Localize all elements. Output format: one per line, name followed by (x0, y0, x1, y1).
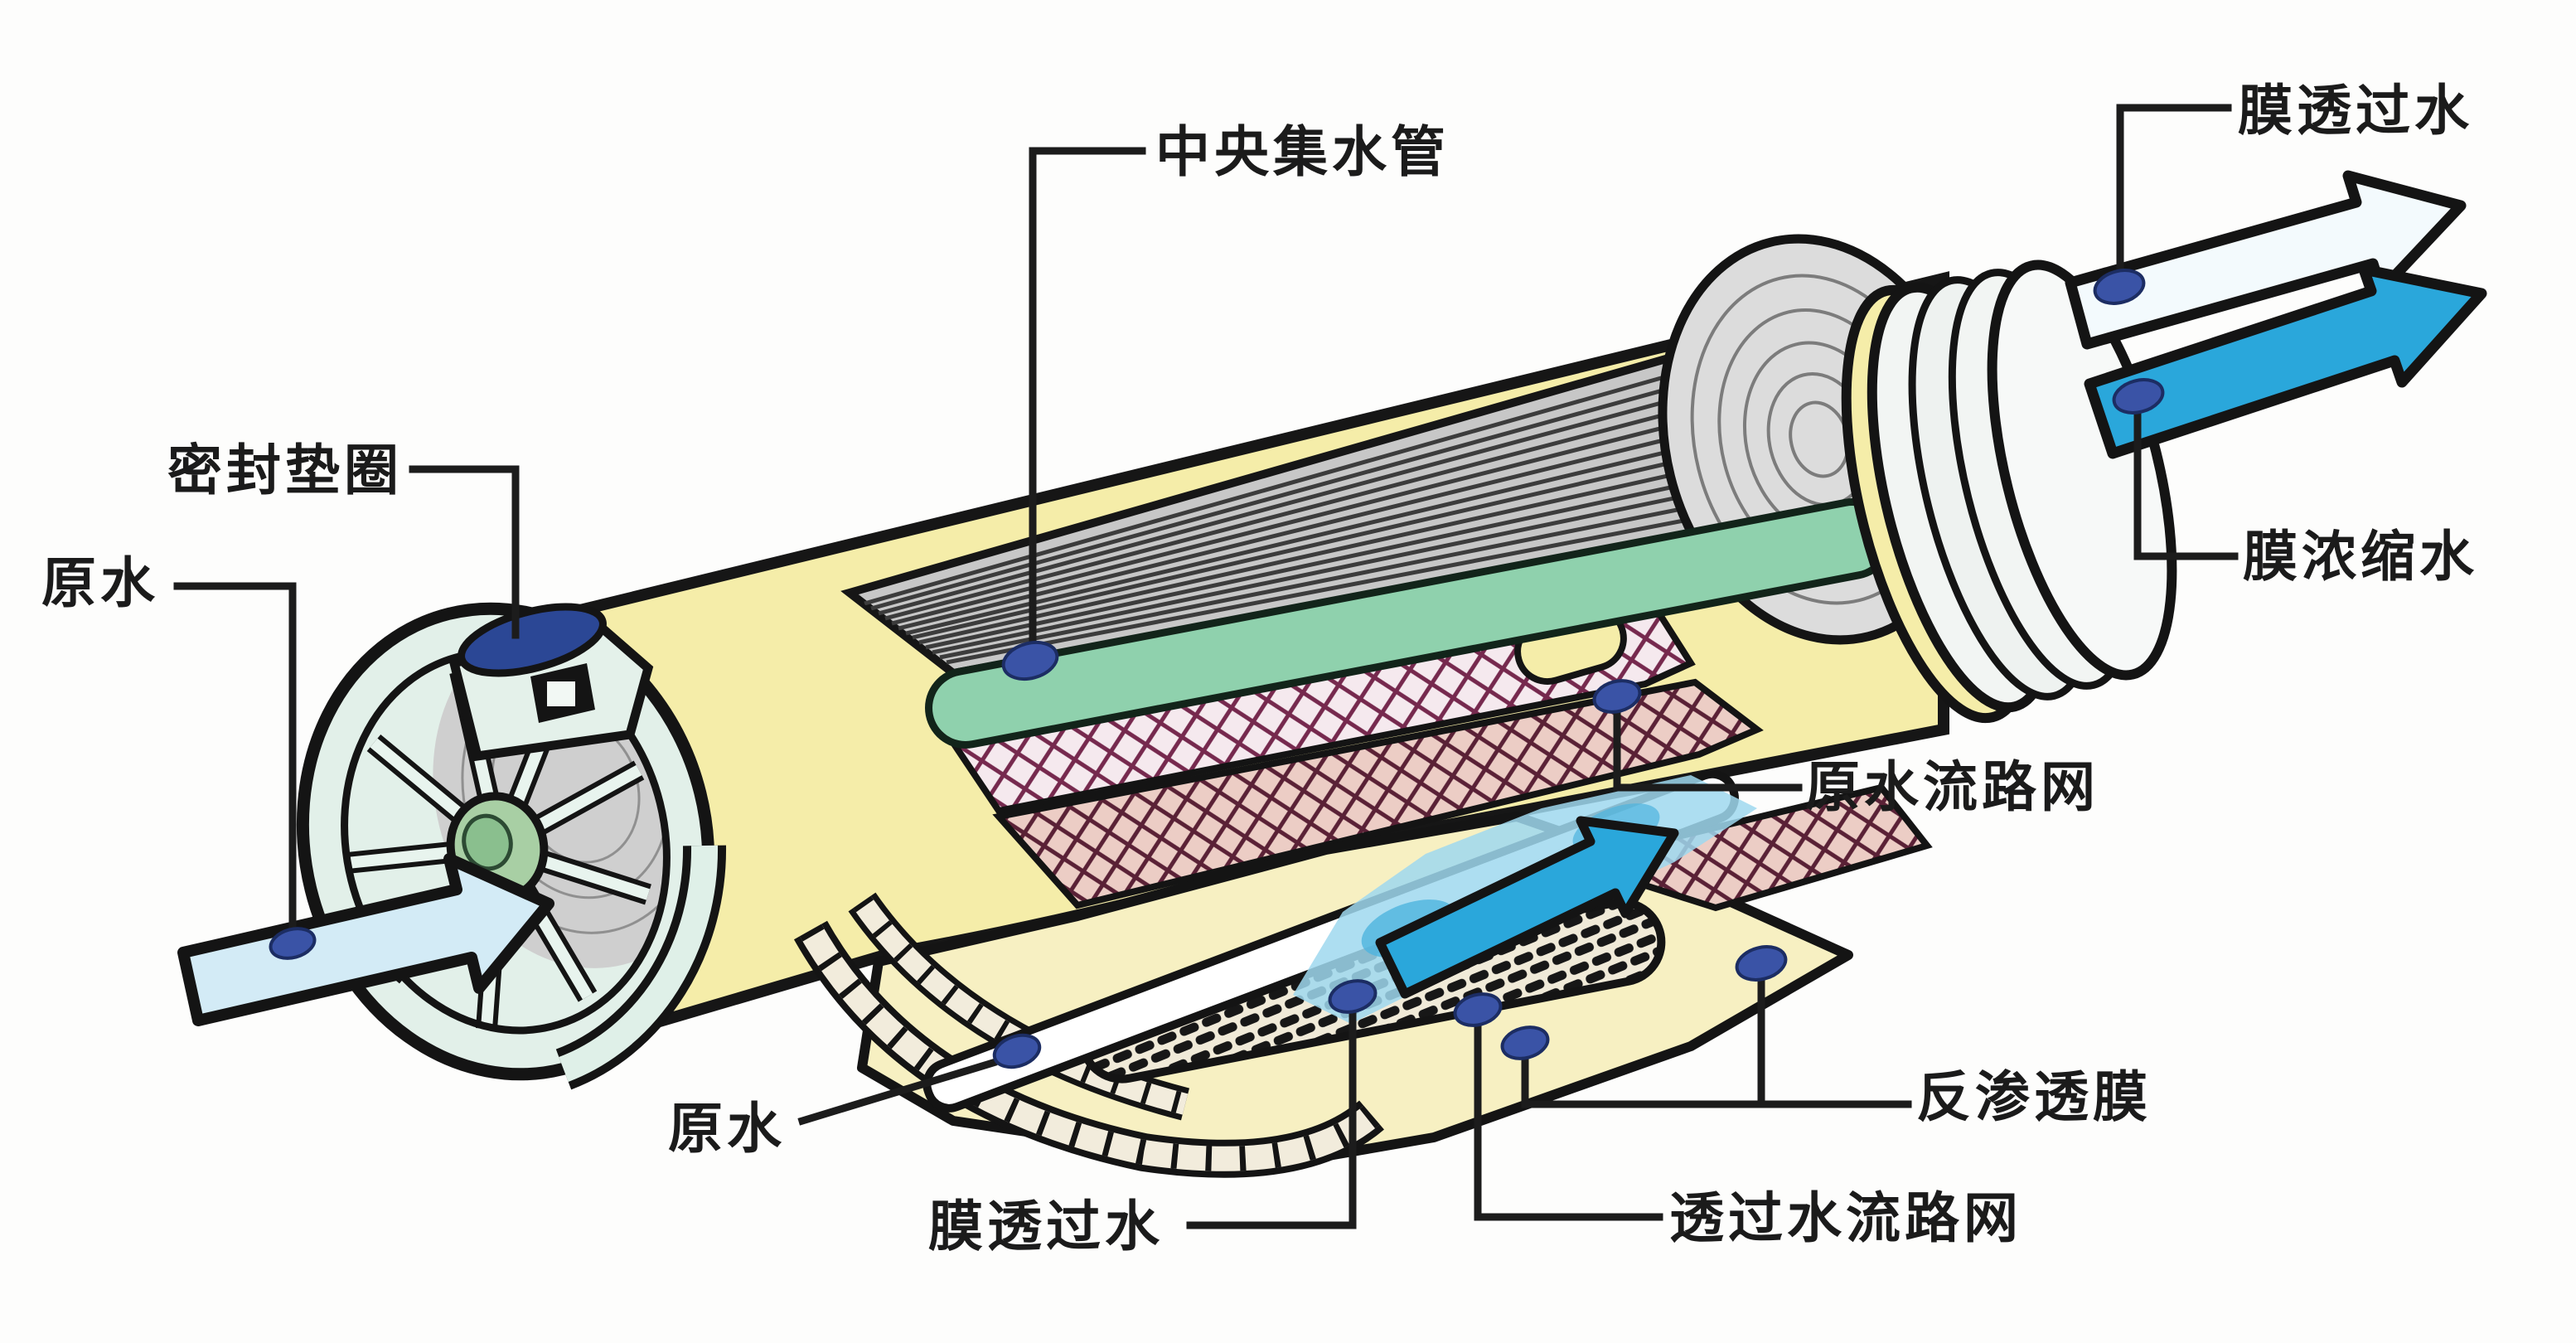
callout-label-concentrate: 膜浓缩水 (2243, 524, 2478, 589)
feed-spacer-mesh-lower (992, 678, 1764, 909)
unrolled-membrane-assembly (793, 769, 1933, 1178)
feed-in-arrow (177, 853, 554, 1026)
callout-label-permeate-bottom: 膜透过水 (928, 1194, 1164, 1258)
leader-line (2116, 104, 2232, 283)
cutaway-rolled-layers (840, 234, 1981, 909)
leader-line (797, 1058, 998, 1126)
callout-dot (1453, 992, 1503, 1027)
leader-line (1186, 1001, 1357, 1229)
callout-permeate-bottom: 膜透过水 (928, 979, 1378, 1258)
callout-label-ro-membrane: 反渗透膜 (1916, 1064, 2152, 1129)
callout-seal-gasket: 密封垫圈 (167, 438, 520, 639)
leader-line (409, 465, 520, 639)
callout-label-permeate-spacer-net: 透过水流路网 (1669, 1185, 2022, 1250)
callout-dot (1592, 679, 1642, 714)
callout-permeate-top: 膜透过水 (2093, 78, 2473, 305)
curled-layer-edge-outer (793, 920, 1384, 1178)
callout-dot (269, 927, 317, 960)
callout-label-raw-water-left: 原水 (41, 550, 159, 615)
leader-line (1029, 147, 1146, 659)
callout-ro-membrane: 反渗透膜 (1500, 945, 2152, 1129)
leader-line (1474, 1014, 1663, 1221)
callout-label-central-tube: 中央集水管 (1155, 119, 1450, 184)
callout-permeate-spacer-net: 透过水流路网 (1453, 992, 2022, 1250)
central-collection-tube (925, 498, 1893, 749)
leader-line (1521, 1047, 1912, 1108)
callout-feed-spacer-net: 原水流路网 (1592, 679, 2099, 819)
concentrate-out-arrow (2084, 264, 2487, 459)
callout-dot (1001, 640, 1059, 681)
leader-line (173, 582, 297, 939)
callout-dot (2093, 269, 2146, 305)
callout-dot (1735, 945, 1788, 982)
permeate-internal-arrow (1375, 816, 1679, 999)
callout-dot (1328, 979, 1378, 1014)
callout-raw-water-bottom: 原水 (668, 1033, 1042, 1161)
seal-gasket (458, 603, 607, 677)
callout-label-raw-water-bottom: 原水 (668, 1096, 786, 1161)
callout-label-seal-gasket: 密封垫圈 (167, 438, 403, 502)
callout-dot (2112, 378, 2165, 415)
callout-concentrate: 膜浓缩水 (2112, 378, 2478, 589)
callout-central-tube: 中央集水管 (1001, 119, 1450, 681)
callout-label-permeate-top: 膜透过水 (2238, 78, 2473, 143)
leader-line (2133, 400, 2239, 560)
curled-layer-edge-inner (848, 892, 1190, 1121)
callout-dot (992, 1033, 1042, 1069)
callout-dot (1500, 1025, 1550, 1060)
callout-label-feed-spacer-net: 原水流路网 (1805, 754, 2099, 819)
callout-raw-water-left: 原水 (41, 550, 317, 960)
retainer-bracket (555, 845, 727, 1090)
permeate-out-arrow (2065, 170, 2467, 350)
leader-line (1613, 701, 1803, 792)
